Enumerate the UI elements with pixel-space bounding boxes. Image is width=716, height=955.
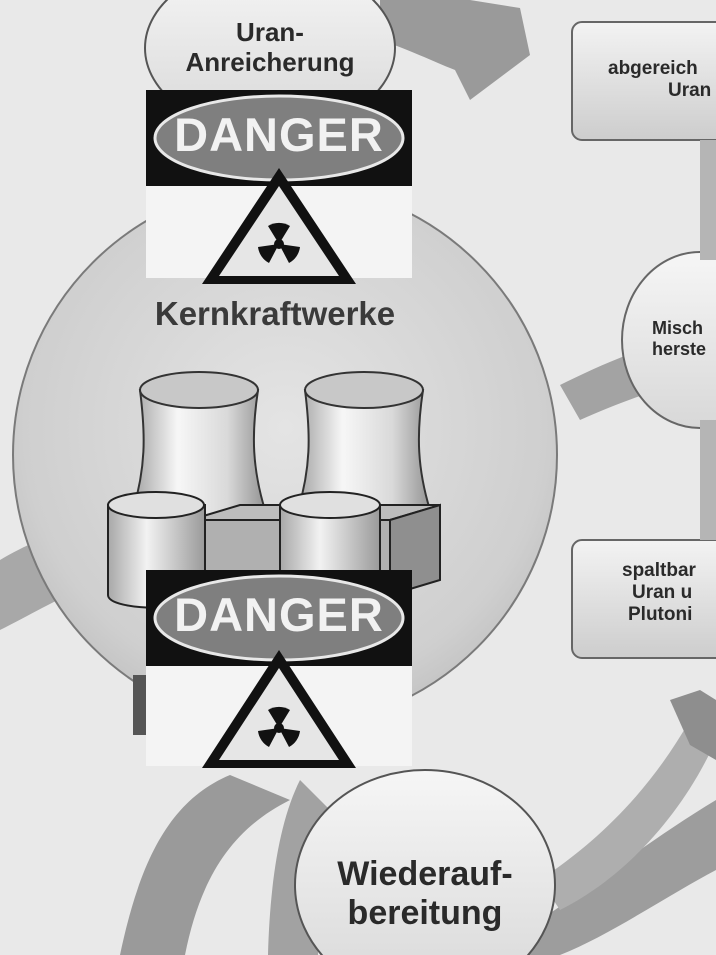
enrichment-label-line2: Anreicherung <box>185 46 355 77</box>
enrichment-label: Uran- Anreicherung <box>170 17 370 78</box>
nuclear-plants-label: Kernkraftwerke <box>154 295 396 332</box>
arrow-head-up <box>670 690 716 760</box>
arrow-band-bottom-right <box>520 800 716 955</box>
reprocessing-line2: bereitung <box>347 894 503 933</box>
reprocessing-circle <box>294 769 556 955</box>
arrow-band-bottom-left <box>120 775 290 955</box>
depleted-uranium-box <box>571 21 716 141</box>
reprocessing-label: Wiederauf- bereitung <box>320 855 530 933</box>
depleted-uranium-line1: abgereich <box>608 58 698 79</box>
mixed-oxide-line2: herste <box>652 338 707 359</box>
fissile-label: spaltbar Uran u Plutoni <box>622 560 716 626</box>
fissile-line2: Uran u <box>632 581 693 603</box>
danger-sign-top <box>146 90 412 284</box>
fissile-box <box>571 539 716 659</box>
fissile-line1: spaltbar <box>622 560 696 581</box>
danger-label-bottom: DANGER <box>174 588 384 641</box>
mixed-oxide-label: Misch herste <box>652 318 716 359</box>
arrow-band-top <box>380 0 530 100</box>
reprocessing-line1: Wiederauf- <box>337 855 513 893</box>
danger-label-top: DANGER <box>174 108 384 161</box>
arrow-band-mid-right <box>540 720 716 910</box>
enrichment-label-line1: Uran- <box>236 17 304 47</box>
depleted-uranium-line2: Uran <box>668 79 712 101</box>
fissile-line3: Plutoni <box>628 603 693 625</box>
mixed-oxide-line1: Misch <box>652 318 704 338</box>
depleted-uranium-label: abgereich Uran <box>608 58 716 102</box>
danger-sign-bottom <box>146 570 412 768</box>
